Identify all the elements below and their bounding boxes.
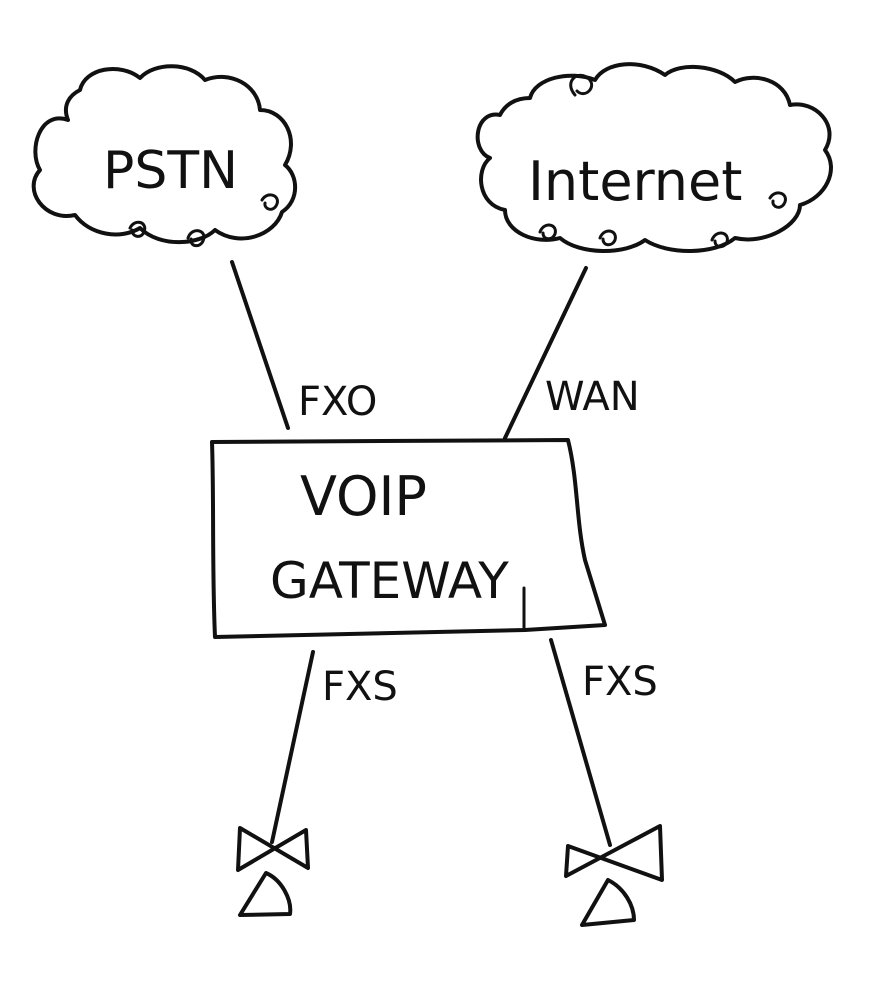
telephone-icon xyxy=(236,826,310,917)
internet-wan-line xyxy=(503,266,588,440)
fxs-right-label: FXS xyxy=(582,659,658,705)
gateway-label-line1: VOIP xyxy=(300,465,427,528)
fxo-label: FXO xyxy=(298,379,377,425)
voip-gateway-box: VOIP GATEWAY xyxy=(210,438,607,639)
telephone-icon xyxy=(564,824,664,927)
gateway-label-line2: GATEWAY xyxy=(270,552,509,610)
pstn-fxo-line xyxy=(230,260,290,430)
fxs-right-line xyxy=(549,638,612,847)
internet-label: Internet xyxy=(528,150,742,213)
fxs-left-line xyxy=(270,650,315,844)
fxs-left-label: FXS xyxy=(322,664,398,710)
pstn-cloud: PSTN xyxy=(31,64,298,248)
internet-cloud: Internet xyxy=(475,62,833,253)
pstn-label: PSTN xyxy=(103,141,238,201)
wan-label: WAN xyxy=(545,374,640,420)
